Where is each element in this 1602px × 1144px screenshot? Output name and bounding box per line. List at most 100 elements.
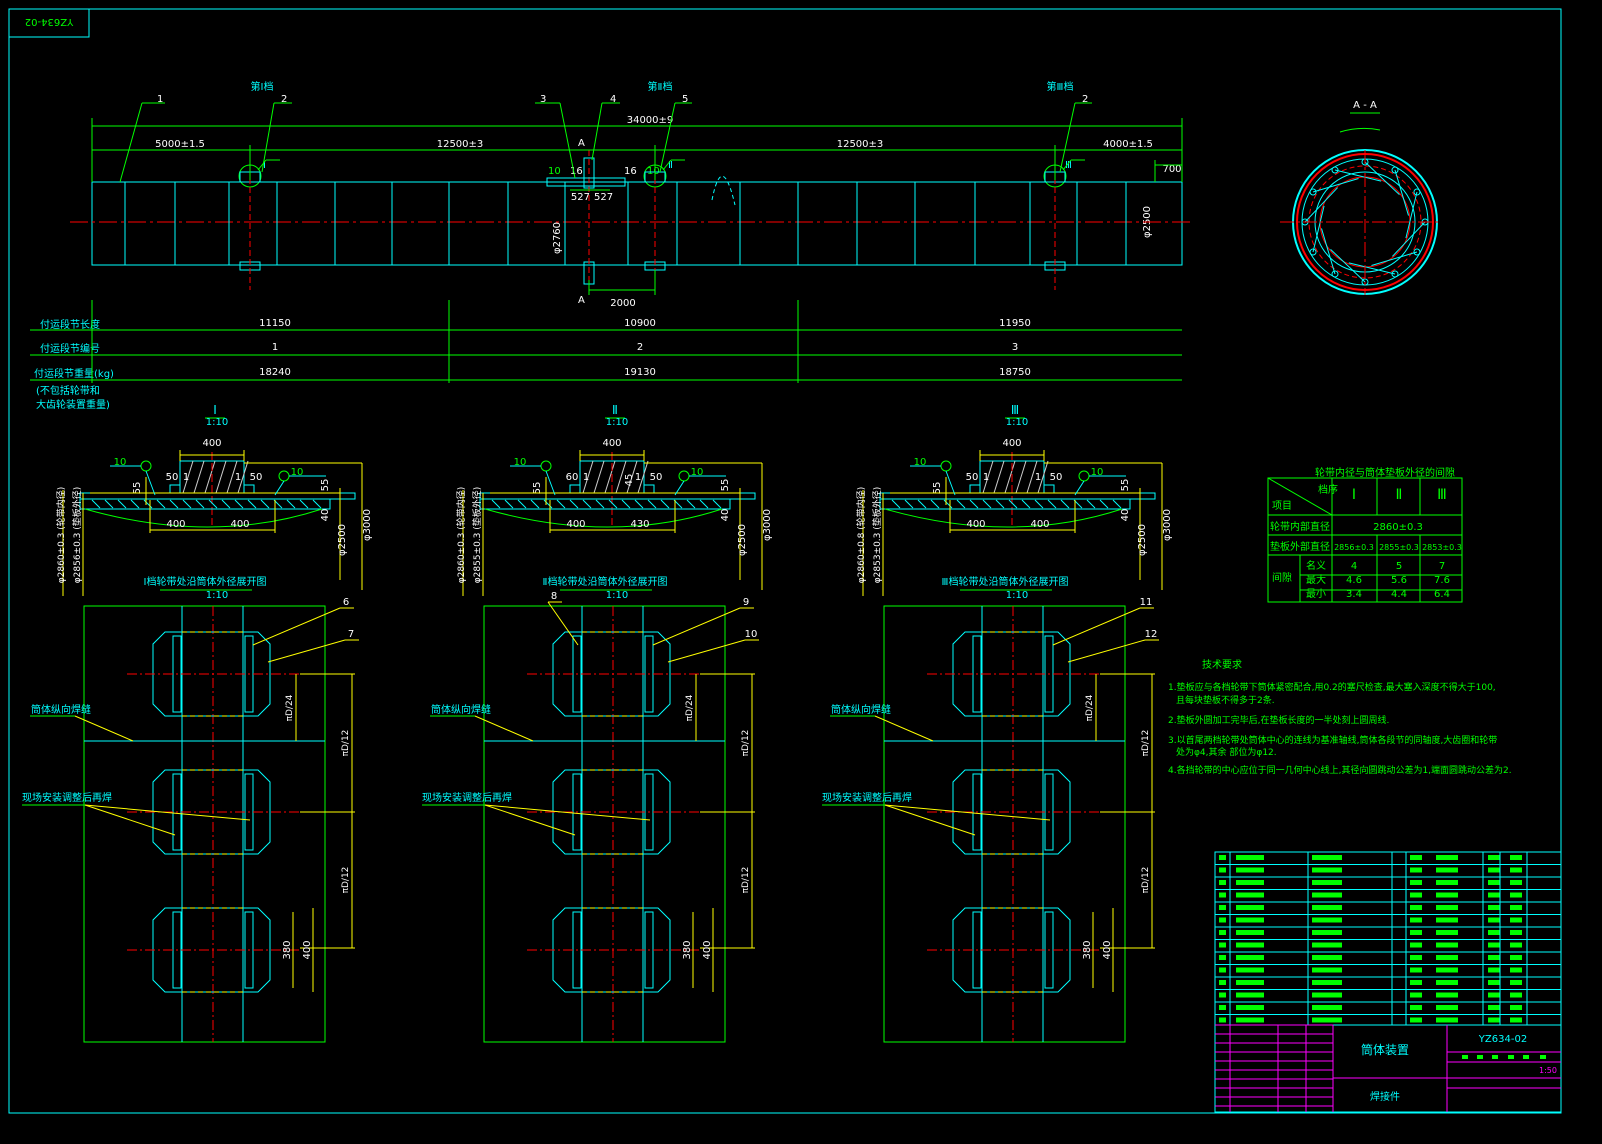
slope-right: 1 (1035, 472, 1041, 483)
part-label-4: 4 (610, 94, 616, 105)
col-1: Ⅰ (1352, 487, 1356, 503)
leader (547, 601, 579, 646)
dim-outer-diameter: φ3000 (1162, 509, 1173, 541)
parts-list-entry (1236, 1017, 1264, 1023)
seam-label: 筒体纵向焊缝 (831, 703, 891, 716)
detail-scale: 1:10 (606, 417, 628, 428)
gap-value: 7.6 (1434, 575, 1450, 586)
corner-bottom: 项目 (1272, 500, 1292, 512)
dim-top-value: 400 (202, 438, 221, 449)
parts-list-entry (1410, 955, 1422, 960)
parts-list-entry (1236, 955, 1264, 960)
parts-list-entry (1436, 942, 1458, 948)
leader (261, 102, 275, 173)
dim-pad-outer-diameter: φ2856±0.3 (垫板外径) (71, 487, 83, 584)
title-block: 筒体装置 焊接件 YZ634-02 1:50 (1361, 1034, 1557, 1103)
lifter-plate (1312, 177, 1359, 193)
section-a-a-view: A - A (1353, 100, 1377, 111)
part-label: 10 (745, 629, 758, 640)
seam-label: 筒体纵向焊缝 (431, 703, 491, 716)
parts-list-entry (1312, 930, 1342, 935)
section-mark-top: A (578, 138, 585, 149)
rotation-direction-arrow (1339, 127, 1381, 133)
lifter-plate (1348, 262, 1396, 275)
hatch (604, 460, 616, 494)
hatch (608, 499, 618, 509)
parts-list-entry (1436, 917, 1458, 923)
dim-pad-outer-diameter: φ2855±0.3 (垫板外径) (471, 487, 483, 584)
parts-list-index (1219, 955, 1226, 960)
title-entry (1462, 1055, 1468, 1059)
leader (1067, 639, 1146, 663)
segment-table: 付运段节长度 11150 10900 11950 付运段节编号 1 2 3 付运… (34, 318, 1031, 411)
cell: 11150 (259, 318, 291, 329)
weld-size: 10 (514, 457, 527, 468)
leader (74, 715, 134, 742)
drawing-number: YZ634-02 (1478, 1034, 1527, 1045)
weld-symbol-circle (940, 460, 952, 472)
parts-list-entry (1312, 1005, 1342, 1010)
hatch (1060, 499, 1070, 509)
hatch (286, 499, 296, 509)
parts-list-entry (1436, 880, 1458, 885)
development-scale: 1:10 (606, 590, 628, 601)
dim-t1: 55 (320, 479, 331, 492)
dim-pi-d-12: πD/12 (741, 730, 751, 757)
parts-list-entry (1312, 905, 1342, 910)
slope-right: 1 (235, 472, 241, 483)
weld-symbol-circle (678, 470, 690, 482)
tech-item-1b: 且每块垫板不得多于2条. (1176, 694, 1275, 706)
dim-shell-diameter: φ2500 (737, 524, 748, 556)
parts-list-entry (1510, 992, 1522, 998)
pad-value: 2856±0.3 (1334, 543, 1374, 552)
cell: 3 (1012, 342, 1018, 353)
end-dim: 700 (1162, 164, 1181, 175)
hatch (156, 499, 166, 509)
slope-left: 1 (583, 472, 589, 483)
weld-symbol-circle (540, 460, 552, 472)
parts-list-entry (1236, 967, 1264, 973)
dim-height: 55 (532, 482, 543, 495)
tech-item-1: 1.垫板应与各档轮带下筒体紧密配合,用0.2的塞尺检查,最大塞入深度不得大于10… (1168, 681, 1496, 693)
hatch (260, 499, 270, 509)
parts-list-entry (1312, 917, 1342, 923)
lifter-plate (1394, 169, 1410, 216)
cell: 18750 (999, 367, 1031, 378)
hatch (193, 460, 205, 494)
parts-list-entry (1312, 967, 1342, 973)
gap-label: 间隙 (1272, 571, 1292, 584)
tech-item-3b: 处为φ4,其余 部位为φ12. (1176, 746, 1277, 758)
hatch (1021, 499, 1031, 509)
dim-tire-inner-diameter: φ2860±0.3 (轮带内径) (455, 487, 467, 584)
hatch (621, 499, 631, 509)
leader (84, 804, 176, 836)
leader (662, 159, 672, 171)
parts-list-entry (1236, 1005, 1264, 1010)
title-entry (1508, 1055, 1514, 1059)
hatch (1037, 460, 1049, 494)
gear-dim-left: 527 (571, 192, 590, 203)
hatch (712, 499, 722, 509)
hatch (660, 499, 670, 509)
parts-list-entry (1436, 930, 1458, 935)
gap-row-label: 最小 (1306, 588, 1326, 600)
parts-list-entry (1488, 955, 1500, 960)
drawing-scale: 1:50 (1539, 1066, 1557, 1075)
parts-list-entry (1510, 855, 1522, 860)
parts-list-entry (1488, 855, 1500, 860)
hatch (1015, 460, 1027, 494)
detail-title: Ⅰ (213, 403, 217, 417)
parts-list-entry (1410, 880, 1422, 885)
dim-400: 400 (702, 940, 713, 959)
technical-requirements: 技术要求 1.垫板应与各档轮带下筒体紧密配合,用0.2的塞尺检查,最大塞入深度不… (1168, 658, 1512, 776)
section-mark-bottom: A (578, 295, 585, 306)
drawing-type: 焊接件 (1370, 1090, 1400, 1103)
gap-value: 4.6 (1346, 575, 1362, 586)
overall-length-dim: 34000±9 (627, 115, 674, 126)
hatch (699, 499, 709, 509)
dim-pi-d-12b: πD/12 (341, 867, 351, 894)
parts-list-entry (1312, 955, 1342, 960)
gap-value: 3.4 (1346, 589, 1362, 600)
part-label-2: 2 (281, 94, 287, 105)
dim-mid: 45 (624, 474, 635, 487)
